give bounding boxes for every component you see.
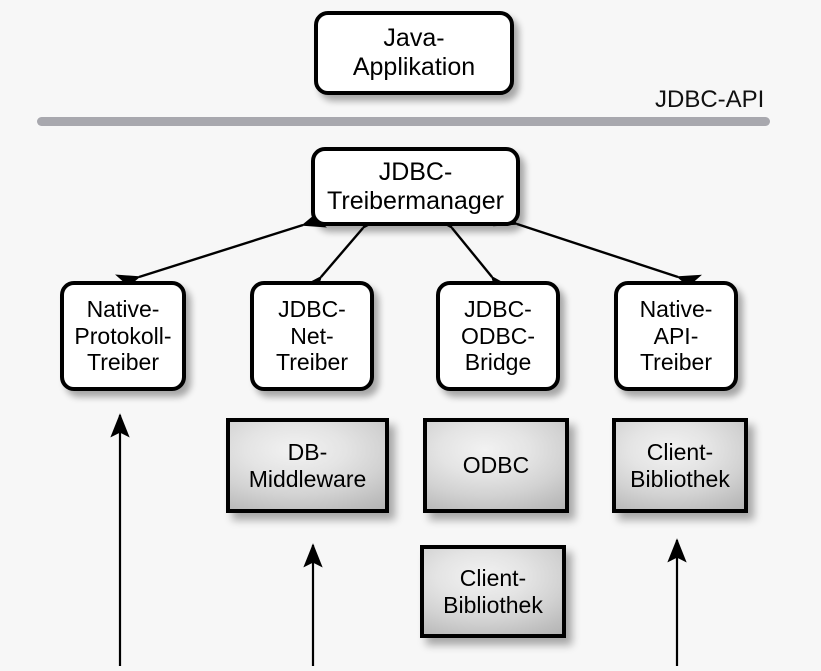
node-java-applikation-label: Java- Applikation [352,24,476,81]
connector-manager-jdbc-net [299,204,385,301]
node-java-applikation[interactable]: Java- Applikation [314,11,514,95]
node-db-middleware-label: DB- Middleware [248,438,367,492]
node-jdbc-net-treiber-label: JDBC- Net- Treiber [276,295,348,376]
jdbc-api-divider-bar [37,117,770,126]
node-jdbc-treibermanager[interactable]: JDBC- Treibermanager [311,147,520,226]
node-native-api-treiber[interactable]: Native- API- Treiber [614,281,738,391]
connector-manager-native-api [493,207,702,294]
node-jdbc-odbc-bridge-label: JDBC- ODBC- Bridge [460,295,536,376]
node-native-protokoll-treiber-label: Native- Protokoll- Treiber [74,295,172,376]
node-jdbc-treibermanager-label: JDBC- Treibermanager [327,157,504,215]
connector-manager-jdbc-odbc [430,204,514,301]
node-client-bibliothek-bottom[interactable]: Client- Bibliothek [420,545,566,638]
node-odbc[interactable]: ODBC [423,418,569,513]
node-native-protokoll-treiber[interactable]: Native- Protokoll- Treiber [60,281,186,391]
node-client-bibliothek-bottom-label: Client- Bibliothek [443,564,543,618]
node-db-middleware[interactable]: DB- Middleware [226,418,389,513]
connector-manager-native-protokoll [115,209,327,293]
node-odbc-label: ODBC [462,452,530,479]
node-jdbc-net-treiber[interactable]: JDBC- Net- Treiber [250,281,374,391]
node-client-bibliothek-right[interactable]: Client- Bibliothek [612,418,748,513]
node-jdbc-odbc-bridge[interactable]: JDBC- ODBC- Bridge [436,281,560,391]
node-native-api-treiber-label: Native- API- Treiber [639,295,713,376]
jdbc-api-label: JDBC-API [655,86,765,113]
node-client-bibliothek-right-label: Client- Bibliothek [630,438,730,492]
